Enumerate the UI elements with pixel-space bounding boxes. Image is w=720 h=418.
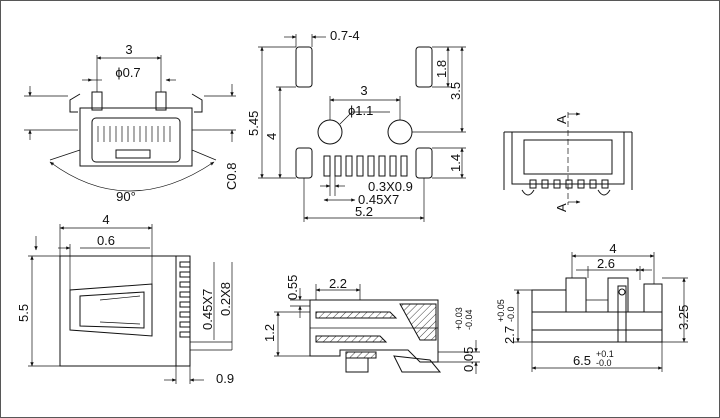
dim-angle: 90° (116, 189, 136, 204)
dim-height-minus: -0.0 (506, 306, 516, 322)
dim-tol-plus: +0.03 (454, 307, 464, 330)
dim-pitch: 0.3X0.9 (368, 179, 413, 194)
dim-hole-spacing: 3 (360, 83, 367, 98)
dim-inner: 2.6 (597, 256, 615, 271)
dim-total-width-value: 6.5 (573, 353, 591, 368)
dim-thickness: 0.55 (285, 275, 300, 300)
dim-chamfer: C0.8 (224, 163, 239, 190)
dim-height: 1.2 (262, 324, 277, 342)
hole-right (387, 119, 413, 145)
tab-bottom-left (295, 147, 313, 179)
dim-pin-width: 0.2X8 (218, 282, 233, 316)
dim-offset: 0.6 (97, 233, 115, 248)
bottom-left-view: 4 0.6 5.5 0.45X7 0.2X8 0.9 (16, 212, 234, 386)
dim-total-width-minus: -0.0 (596, 358, 612, 368)
pad-row (323, 155, 408, 177)
hole-left (317, 119, 343, 145)
dim-tol-value: 0.05 (461, 347, 476, 372)
dim-pin-pitch: 0.45X7 (200, 289, 215, 330)
dim-height: 4 (264, 133, 279, 140)
section-label-top: A (554, 115, 569, 124)
tab-top-right (415, 46, 433, 88)
right-post (155, 91, 167, 111)
dim-pin-pitch: 0.45X7 (358, 192, 399, 207)
dim-tab-bottom: 1.4 (448, 154, 463, 172)
dim-total-height: 3.25 (676, 305, 691, 330)
dim-pad-width: 5.2 (355, 204, 373, 219)
dim-length: 4 (102, 212, 109, 227)
dim-width: 4 (609, 241, 616, 256)
contact-row (529, 179, 609, 189)
dim-hole: ϕ0.7 (115, 65, 140, 80)
section-label-bottom: A (554, 203, 569, 212)
dim-height-plus: +0.05 (496, 299, 506, 322)
top-left-view: 3 ϕ0.7 C0.8 90° (24, 42, 239, 204)
dim-tab-top: 1.8 (434, 60, 449, 78)
top-middle-view: 0.7-4 5.45 4 3 ϕ1.1 1.8 3.5 1.4 (246, 28, 466, 222)
dim-height-value: 2.7 (502, 326, 517, 344)
tab-bottom-right (415, 147, 433, 179)
left-post (91, 91, 103, 111)
bottom-middle-view: 2.2 0.55 1.2 0.05 +0.03 -0.04 (262, 275, 480, 374)
side-body (59, 255, 191, 367)
dim-tol-minus: -0.04 (464, 309, 474, 330)
housing-outline (79, 107, 193, 167)
dim-length: 2.2 (329, 276, 347, 291)
top-right-view: A A (503, 112, 633, 212)
dim-width: 3 (125, 42, 132, 57)
side-pin-stack (179, 261, 191, 338)
pin-row (97, 126, 171, 142)
dim-total-height: 5.45 (246, 111, 261, 136)
dim-pin-length: 0.9 (216, 371, 234, 386)
dim-height: 5.5 (16, 304, 31, 322)
section-body (309, 299, 439, 363)
dim-tab-to-hole: 3.5 (448, 82, 463, 100)
tab-top-left (295, 46, 313, 88)
bottom-right-view: 4 2.6 2.7 +0.05 -0.0 3.25 6.5 +0.1 -0.0 (496, 241, 691, 372)
end-body (531, 311, 663, 331)
dim-hole: ϕ1.1 (348, 103, 373, 118)
dim-tab-width: 0.7-4 (330, 28, 360, 43)
dim-total-width-plus: +0.1 (596, 349, 614, 359)
